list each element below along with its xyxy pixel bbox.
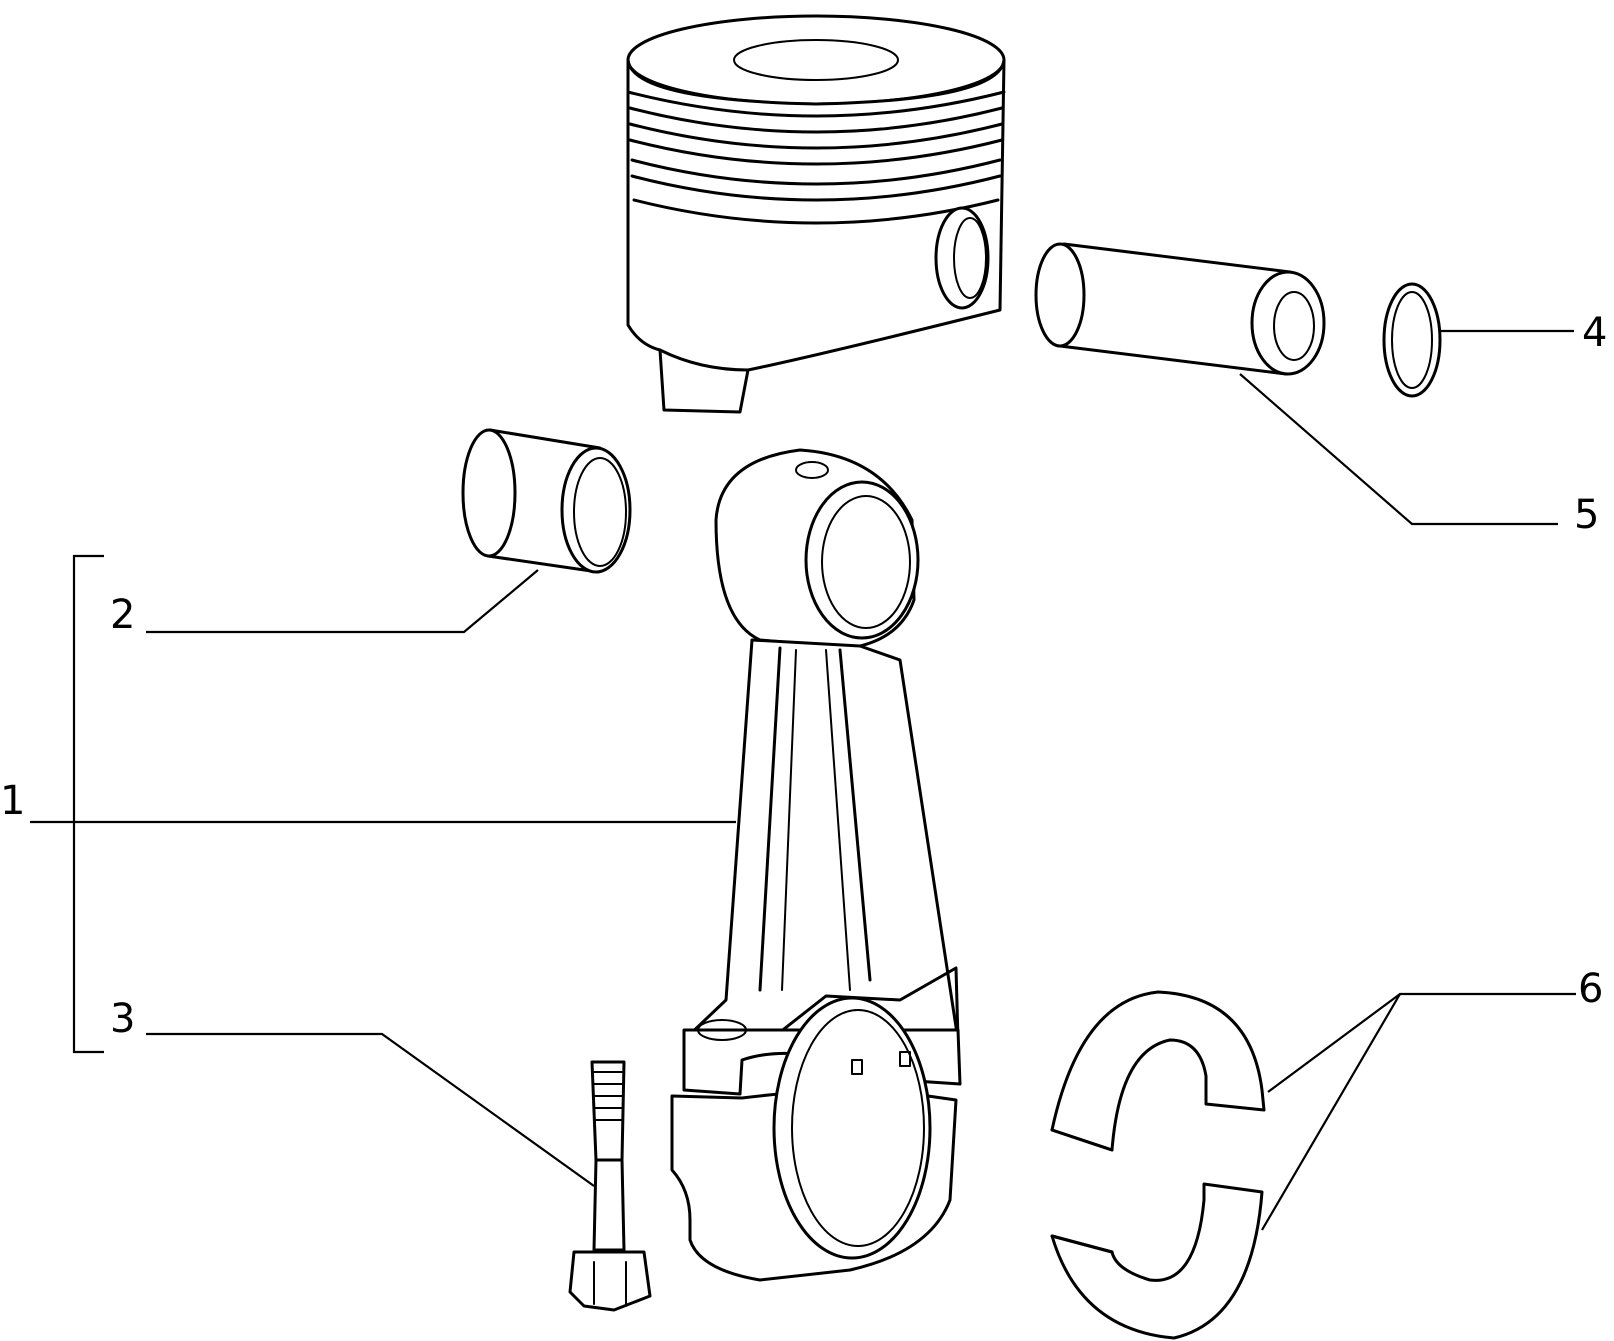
piston [626,14,1006,414]
small-end-bushing [461,428,632,574]
assembly-bracket [72,554,104,1054]
conrod-bolt [568,1060,652,1312]
callout-1: 1 [0,778,25,824]
circlip [1382,282,1442,398]
connecting-rod [670,448,962,1282]
callout-2: 2 [110,592,135,638]
piston-pin [1034,242,1326,376]
callout-5: 5 [1574,492,1599,538]
callout-4: 4 [1582,310,1607,356]
callout-3: 3 [110,996,135,1042]
bearing-shells [1050,990,1266,1340]
leader-lines [30,329,1576,1231]
callout-6: 6 [1578,966,1603,1012]
